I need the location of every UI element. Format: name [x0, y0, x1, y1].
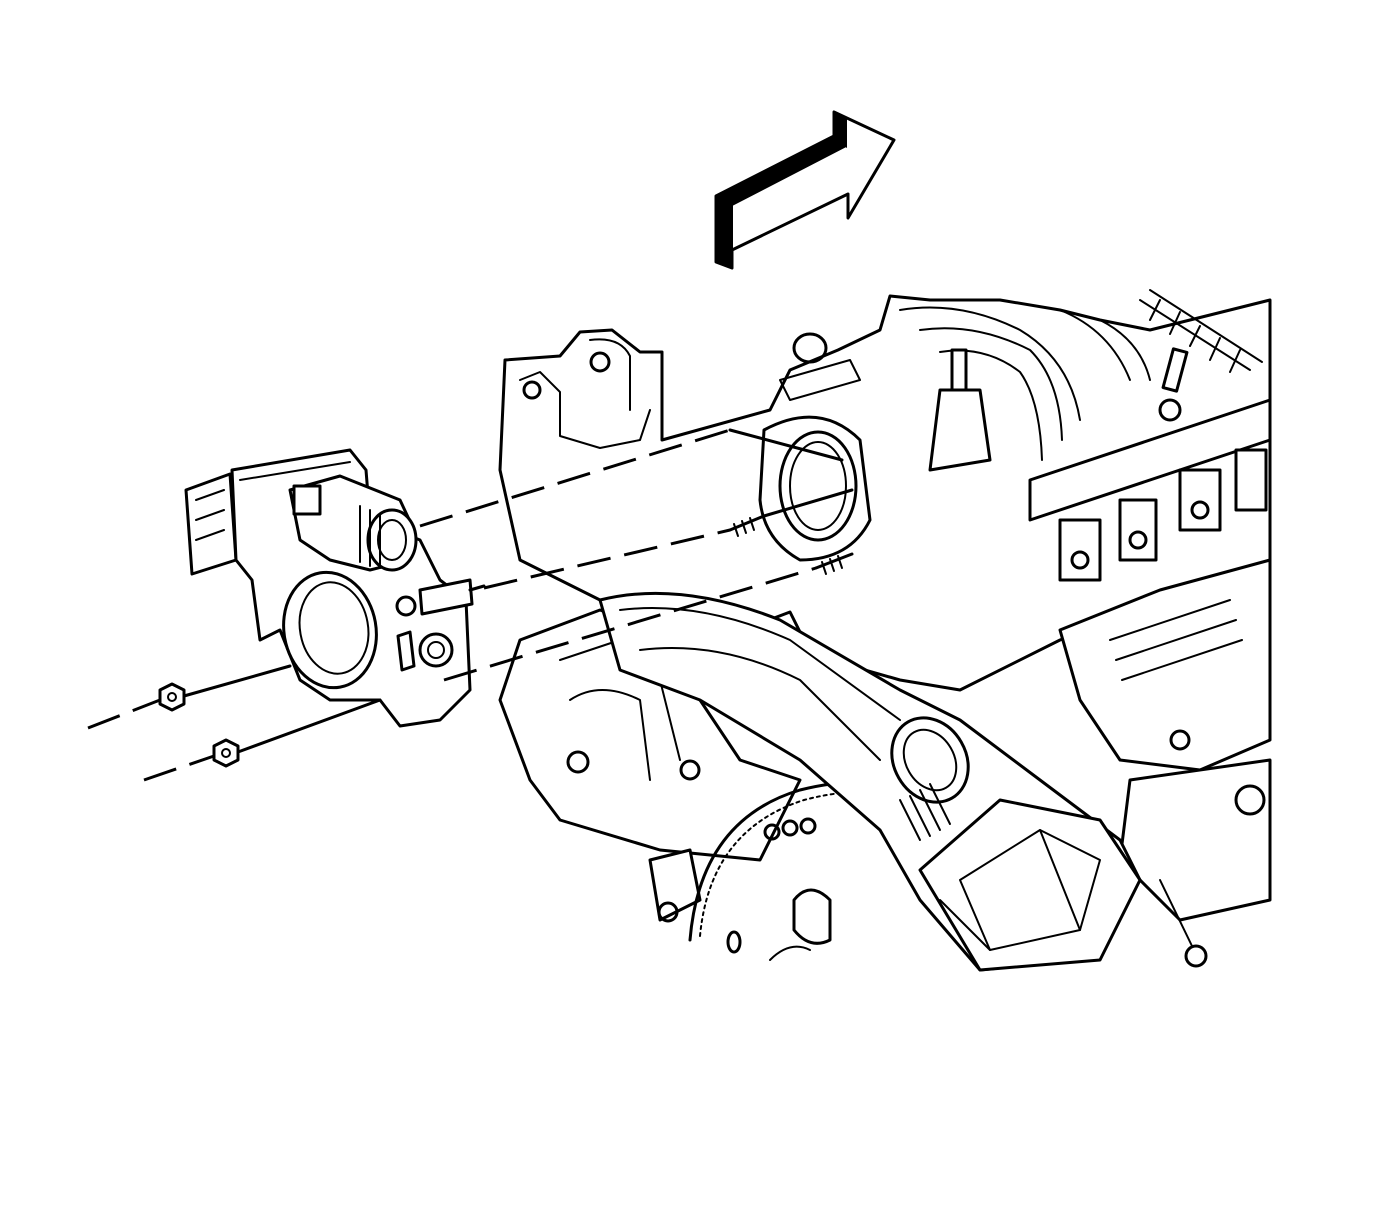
throttle-body-nuts [158, 682, 240, 768]
fuel-injectors [1058, 448, 1268, 582]
alignment-lines [87, 428, 854, 782]
throttle-body-studs [728, 514, 854, 575]
throttle-body [184, 448, 486, 728]
flywheel [688, 780, 932, 961]
engine-block [498, 558, 1272, 968]
direction-arrow [714, 110, 896, 270]
throttle-body-gasket-flange [758, 415, 872, 562]
exhaust-crossover-pipe [598, 591, 1142, 972]
intake-manifold [498, 289, 1272, 692]
